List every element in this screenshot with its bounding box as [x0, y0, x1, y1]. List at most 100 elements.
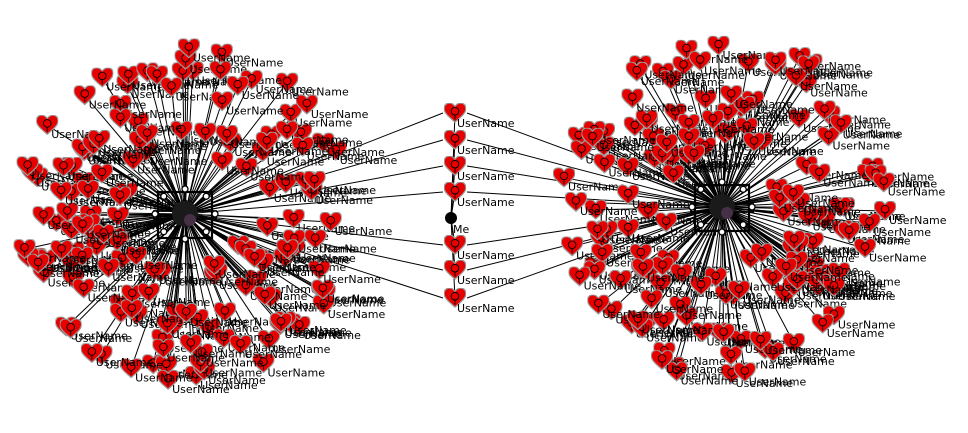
- member-node-label: UserName: [328, 308, 386, 321]
- member-node-label: UserName: [121, 244, 179, 257]
- edge-right-cluster-102: [721, 206, 866, 249]
- member-node-label: UserName: [159, 274, 217, 287]
- member-node-label: UserName: [736, 377, 794, 390]
- member-node-label: UserName: [267, 266, 325, 279]
- hub-frame-icon: [688, 178, 756, 236]
- member-node-label: UserName: [743, 294, 801, 307]
- member-node-label: UserName: [165, 276, 223, 289]
- member-node-label: UserName: [167, 352, 225, 365]
- member-node-label: UserName: [798, 243, 856, 256]
- member-node-label: UserName: [329, 296, 387, 309]
- member-node-label: UserName: [326, 294, 384, 307]
- edge-left-cluster-159: [101, 173, 186, 215]
- member-node-label: UserName: [797, 197, 855, 210]
- member-node-label: UserName: [319, 242, 377, 255]
- member-node-label: UserName: [597, 141, 655, 154]
- member-node-label: UserName: [226, 164, 284, 177]
- member-node-label: UserName: [200, 379, 258, 392]
- bridge-node-label: UserName: [457, 196, 515, 209]
- member-node-label: UserName: [698, 158, 756, 171]
- member-node-label: UserName: [226, 57, 284, 70]
- edge-right-cluster-51: [721, 165, 807, 208]
- member-node-label: UserName: [874, 226, 932, 239]
- member-node-label: UserName: [584, 280, 642, 293]
- edge-right-cluster-110: [680, 206, 723, 274]
- member-node-label: UserName: [688, 69, 746, 82]
- member-node-label: UserName: [758, 145, 816, 158]
- member-node-label: UserName: [843, 275, 901, 288]
- edge-left-cluster-bridge-0: [184, 112, 444, 215]
- edge-right-cluster-124: [685, 49, 723, 208]
- member-node-label: UserName: [242, 89, 300, 102]
- member-node-label: UserName: [106, 177, 164, 190]
- member-node-label: UserName: [319, 184, 377, 197]
- member-node-label: UserName: [765, 344, 823, 357]
- member-node-label: UserName: [656, 303, 714, 316]
- member-node-label: UserName: [310, 184, 368, 197]
- member-node-label: UserName: [636, 102, 694, 115]
- member-node-label: UserName: [801, 264, 859, 277]
- member-node-label: UserName: [303, 329, 361, 342]
- member-node-label: UserName: [625, 283, 683, 296]
- member-node-label: UserName: [285, 326, 343, 339]
- member-node-label: UserName: [234, 146, 292, 159]
- member-node-label: UserName: [843, 129, 901, 142]
- edge-right-cluster-56: [721, 206, 795, 344]
- edge-left-cluster-151: [184, 213, 187, 314]
- member-node-label: UserName: [798, 346, 856, 359]
- member-node-label: UserName: [335, 225, 393, 238]
- member-node-label: UserName: [89, 98, 147, 111]
- bridge-node-label: UserName: [457, 249, 515, 262]
- member-node-label: UserName: [307, 150, 365, 163]
- member-node-label: UserName: [748, 109, 806, 122]
- member-node-label: UserName: [206, 356, 264, 369]
- member-node-label: UserName: [798, 290, 856, 303]
- member-node-label: UserName: [70, 330, 128, 343]
- member-node-label: UserName: [838, 290, 896, 303]
- member-node-label: UserName: [144, 144, 202, 157]
- member-node-label: UserName: [220, 275, 278, 288]
- member-node-label: UserName: [135, 371, 193, 384]
- member-node-label: UserName: [293, 253, 351, 266]
- edge-right-cluster-126: [592, 137, 723, 208]
- member-node-label: UserName: [644, 68, 702, 81]
- center-node-label: Me: [453, 223, 469, 236]
- bridge-node-label: UserName: [457, 170, 515, 183]
- edge-right-cluster-108: [721, 206, 774, 279]
- member-node-label: UserName: [766, 145, 824, 158]
- member-node-label: UserName: [709, 150, 767, 163]
- edge-right-cluster-81: [721, 110, 825, 208]
- member-node-label: UserName: [106, 81, 164, 94]
- member-node-label: UserName: [730, 298, 788, 311]
- member-node-label: UserName: [96, 356, 154, 369]
- member-node-label: UserName: [611, 233, 669, 246]
- member-node-label: UserName: [323, 273, 381, 286]
- hub-frame-icon: [151, 185, 219, 243]
- edge-left-cluster-38: [184, 142, 324, 215]
- member-node-label: UserName: [869, 251, 927, 264]
- edge-right-cluster-157: [721, 206, 740, 291]
- hubs-layer: [151, 178, 756, 243]
- member-node-label: UserName: [801, 284, 859, 297]
- member-node-label: UserName: [608, 167, 666, 180]
- center-node-dot: [445, 212, 457, 224]
- member-node-label: UserName: [150, 140, 208, 153]
- member-node-label: UserName: [737, 299, 795, 312]
- member-node-label: UserName: [51, 262, 109, 275]
- member-node-label: UserName: [813, 68, 871, 81]
- member-node-label: UserName: [632, 198, 690, 211]
- member-node-label: UserName: [262, 262, 320, 275]
- member-node-label: UserName: [684, 309, 742, 322]
- member-node-label: UserName: [294, 327, 352, 340]
- edge-right-cluster-143: [721, 206, 824, 325]
- member-node-label: UserName: [827, 327, 885, 340]
- member-node-label: UserName: [693, 160, 751, 173]
- edge-left-cluster-128: [184, 101, 223, 215]
- edge-right-cluster-bridge-2: [466, 165, 723, 208]
- member-node-label: UserName: [316, 194, 374, 207]
- member-node-label: UserName: [245, 348, 303, 361]
- member-node-label: UserName: [124, 108, 182, 121]
- edge-right-cluster-129: [699, 61, 723, 208]
